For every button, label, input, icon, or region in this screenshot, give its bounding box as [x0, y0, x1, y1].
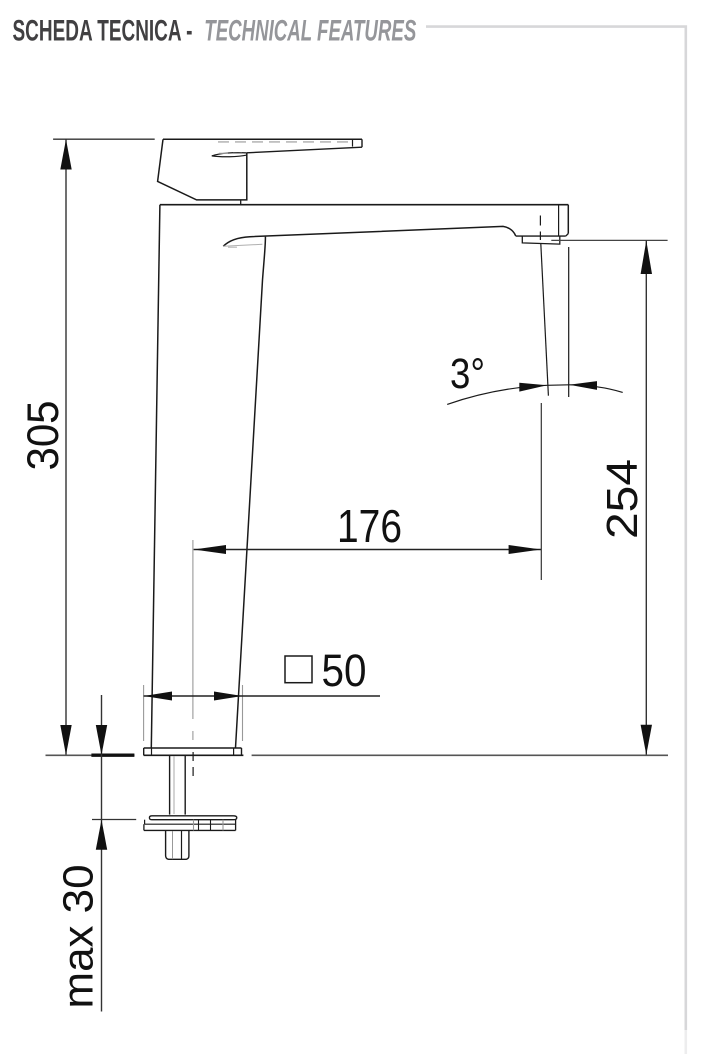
svg-text:305: 305	[19, 401, 68, 471]
svg-text:TECHNICAL FEATURES: TECHNICAL FEATURES	[204, 14, 416, 47]
svg-text:max 30: max 30	[55, 865, 103, 1009]
svg-text:176: 176	[337, 500, 402, 552]
svg-text:3°: 3°	[450, 350, 485, 398]
svg-text:50: 50	[322, 645, 367, 696]
svg-text:SCHEDA TECNICA -: SCHEDA TECNICA -	[13, 14, 193, 47]
svg-text:254: 254	[598, 459, 647, 539]
